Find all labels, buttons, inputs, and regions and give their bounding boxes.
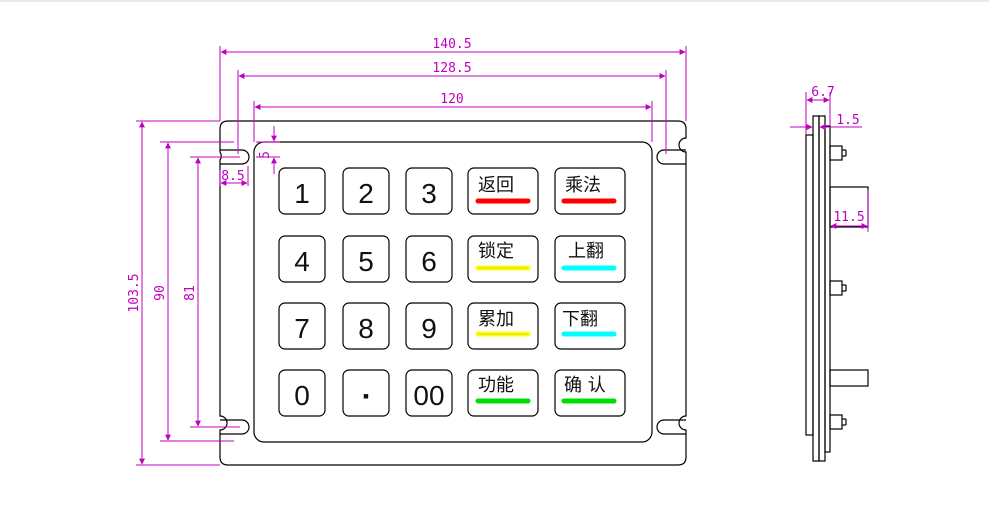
key-label: 2 — [358, 178, 374, 209]
function-keys: 返回 乘法 锁定 上翻 累加 下翻 — [467, 167, 626, 417]
side-standoff-1 — [829, 145, 847, 161]
key-page-up[interactable]: 上翻 — [554, 235, 626, 283]
dim-hole-width: 128.5 — [432, 61, 471, 76]
dim-thickness: 6.7 — [811, 85, 834, 100]
side-back-rib — [805, 134, 814, 436]
key-label: 8 — [358, 313, 374, 344]
key-label: 功能 — [478, 375, 514, 396]
inner-panel — [253, 141, 653, 443]
mount-slot-bottom-right — [656, 419, 686, 435]
dim-hole-height: 90 — [153, 285, 168, 301]
side-dimensions — [790, 92, 869, 232]
key-label: 下翻 — [562, 309, 598, 330]
key-0[interactable]: 0 — [278, 369, 326, 417]
key-label: 6 — [421, 246, 437, 277]
key-label: 0 — [294, 380, 310, 411]
key-label: 返回 — [478, 175, 514, 196]
key-4[interactable]: 4 — [278, 235, 326, 283]
side-panel-layer — [818, 115, 826, 462]
side-dimension-labels: 6.7 1.5 11.5 — [811, 85, 864, 225]
key-7[interactable]: 7 — [278, 302, 326, 350]
key-confirm[interactable]: 确 认 — [554, 369, 626, 417]
side-standoff-3 — [829, 414, 847, 430]
key-label: 00 — [413, 380, 444, 411]
key-lock[interactable]: 锁定 — [467, 235, 539, 283]
key-label: 3 — [421, 178, 437, 209]
side-connector-bottom — [829, 369, 869, 387]
key-function[interactable]: 功能 — [467, 369, 539, 417]
key-dot[interactable]: ▪ — [342, 369, 390, 417]
number-keys: 1 2 3 4 5 6 7 8 9 0 ▪ 00 — [278, 167, 453, 417]
key-back[interactable]: 返回 — [467, 167, 539, 215]
dim-overall-height: 103.5 — [127, 273, 142, 312]
mount-slot-bottom-left — [220, 419, 250, 435]
key-label: 上翻 — [568, 241, 604, 262]
key-label: 9 — [421, 313, 437, 344]
key-page-down[interactable]: 下翻 — [554, 302, 626, 350]
front-view — [219, 120, 687, 466]
side-standoff-2 — [829, 280, 847, 296]
key-9[interactable]: 9 — [405, 302, 453, 350]
mount-slot-top-right — [656, 149, 686, 165]
key-label: 4 — [294, 246, 310, 277]
side-view — [805, 115, 869, 462]
outer-plate-outline — [219, 120, 687, 466]
key-label: 乘法 — [565, 175, 601, 196]
key-multiply[interactable]: 乘法 — [554, 167, 626, 215]
key-1[interactable]: 1 — [278, 167, 326, 215]
key-label: ▪ — [363, 386, 369, 406]
key-label: 5 — [358, 246, 374, 277]
dim-overall-width: 140.5 — [432, 37, 471, 52]
dim-panel-height: 81 — [183, 285, 198, 301]
key-label: 确 认 — [564, 375, 606, 396]
key-label: 7 — [294, 313, 310, 344]
key-label: 累加 — [478, 309, 514, 330]
key-accumulate[interactable]: 累加 — [467, 302, 539, 350]
side-pcb — [824, 125, 831, 453]
dim-panel-width: 120 — [440, 92, 463, 107]
key-00[interactable]: 00 — [405, 369, 453, 417]
dim-hole-offset: 5 — [258, 151, 273, 159]
dim-protrusion: 11.5 — [833, 210, 864, 225]
key-label: 锁定 — [478, 241, 514, 262]
key-8[interactable]: 8 — [342, 302, 390, 350]
key-5[interactable]: 5 — [342, 235, 390, 283]
key-label: 1 — [294, 178, 310, 209]
dim-edge-offset: 8.5 — [221, 169, 244, 184]
key-6[interactable]: 6 — [405, 235, 453, 283]
front-dimensions — [136, 46, 687, 466]
mount-slot-top-left — [220, 149, 250, 165]
key-2[interactable]: 2 — [342, 167, 390, 215]
front-dimension-labels: 140.5 128.5 120 103.5 90 81 8.5 5 — [127, 37, 472, 313]
key-3[interactable]: 3 — [405, 167, 453, 215]
dim-plate: 1.5 — [836, 113, 859, 128]
side-front-plate — [812, 115, 820, 462]
